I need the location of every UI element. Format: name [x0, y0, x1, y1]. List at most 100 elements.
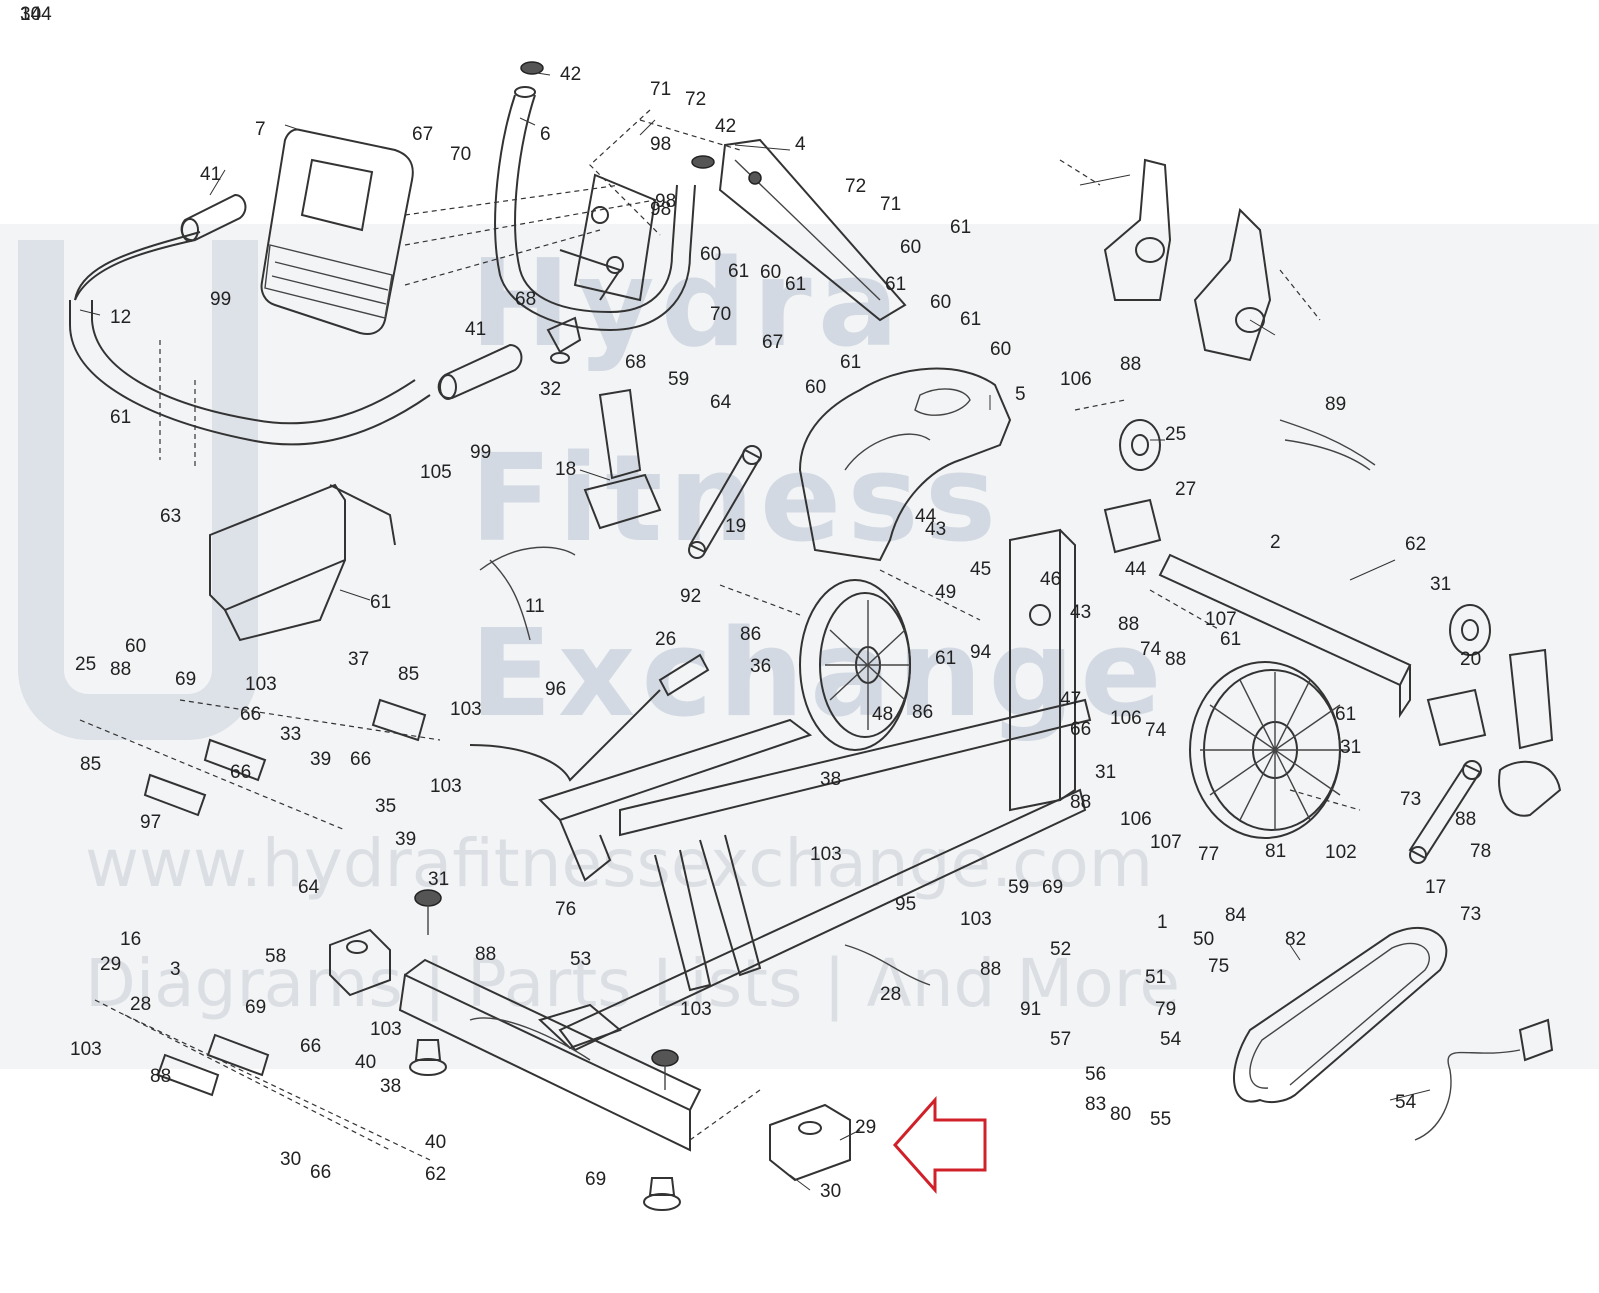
- callout-86: 86: [740, 624, 761, 645]
- leader-line: [1249, 319, 1276, 336]
- wire-harness-89: [1279, 419, 1376, 471]
- leveler-29-upper: [414, 889, 442, 935]
- callout-47: 47: [1060, 689, 1081, 710]
- callout-39: 39: [395, 829, 416, 850]
- flywheel-48: [799, 579, 911, 751]
- callout-103: 103: [245, 674, 277, 695]
- callout-29: 29: [855, 1117, 876, 1138]
- leader-line: [79, 309, 101, 316]
- callout-28: 28: [880, 984, 901, 1005]
- callout-61: 61: [370, 592, 391, 613]
- callout-66: 66: [240, 704, 261, 725]
- leader-line: [1289, 944, 1301, 961]
- callout-103: 103: [680, 999, 712, 1020]
- callout-59: 59: [1008, 877, 1029, 898]
- callout-99: 99: [470, 442, 491, 463]
- front-stabilizer-3: [398, 958, 702, 1152]
- callout-88: 88: [1118, 614, 1139, 635]
- callout-85: 85: [398, 664, 419, 685]
- callout-98: 98: [655, 191, 676, 212]
- callout-105: 105: [420, 462, 452, 483]
- callout-55: 55: [1150, 1109, 1171, 1130]
- roller-40-lower: [156, 1053, 220, 1097]
- wire-91: [844, 944, 931, 986]
- callout-50: 50: [1193, 929, 1214, 950]
- rear-crossbar-2: [1158, 553, 1412, 719]
- end-cap-28-highlighted: [769, 1103, 851, 1182]
- callout-7: 7: [255, 119, 266, 140]
- leveler-29-lower: [651, 1049, 679, 1090]
- leader-line: [536, 72, 551, 76]
- callout-63: 63: [160, 506, 181, 527]
- callout-94: 94: [970, 642, 992, 663]
- callout-42: 42: [560, 64, 581, 85]
- callout-54: 54: [1160, 1029, 1182, 1050]
- callout-76: 76: [555, 899, 576, 920]
- callout-18: 18: [555, 459, 576, 480]
- callout-30: 30: [280, 1149, 301, 1170]
- callout-31: 31: [1095, 762, 1116, 783]
- callout-66: 66: [1070, 719, 1091, 740]
- end-cap-28-upper: [329, 928, 391, 997]
- bracket-27: [1103, 498, 1162, 554]
- callout-16: 16: [120, 929, 141, 950]
- callout-74: 74: [1140, 639, 1162, 660]
- callout-31: 31: [1340, 737, 1361, 758]
- upright-handlebar-6: [494, 61, 715, 332]
- callout-3: 3: [170, 959, 181, 980]
- callout-103: 103: [430, 776, 462, 797]
- callout-62: 62: [425, 1164, 446, 1185]
- callout-85: 85: [80, 754, 101, 775]
- leader-line: [789, 1174, 811, 1191]
- left-shroud-9: [1103, 158, 1172, 301]
- callout-88: 88: [150, 1066, 171, 1087]
- pivot-bracket-11: [209, 483, 396, 642]
- callout-60: 60: [930, 292, 951, 313]
- callout-44: 44: [1125, 559, 1147, 580]
- callout-88: 88: [1120, 354, 1141, 375]
- callout-79: 79: [1155, 999, 1176, 1020]
- callout-60: 60: [805, 377, 826, 398]
- power-adapter-104: [1414, 1018, 1554, 1141]
- callout-67: 67: [762, 332, 783, 353]
- callout-83: 83: [1085, 1094, 1106, 1115]
- pedal-18: [583, 388, 662, 530]
- callout-4: 4: [795, 134, 806, 155]
- assembly-guide-lines: [79, 109, 1361, 1161]
- grip-36: [658, 653, 710, 697]
- callout-25: 25: [75, 654, 96, 675]
- callout-43: 43: [925, 519, 946, 540]
- callout-86: 86: [912, 702, 933, 723]
- roller-39-upper: [203, 738, 267, 782]
- callout-72: 72: [685, 89, 706, 110]
- callout-62: 62: [1405, 534, 1426, 555]
- roller-33: [371, 698, 427, 742]
- callout-88: 88: [475, 944, 496, 965]
- callout-39: 39: [310, 749, 331, 770]
- callout-29: 29: [100, 954, 121, 975]
- callout-98: 98: [650, 199, 671, 220]
- roller-40-upper: [206, 1033, 270, 1077]
- callout-38: 38: [380, 1076, 401, 1097]
- callout-66: 66: [230, 762, 251, 783]
- callout-32: 32: [540, 379, 561, 400]
- leader-line: [339, 589, 371, 601]
- wire-harness-92: [479, 546, 576, 641]
- console-7: [260, 128, 414, 335]
- callout-106: 106: [1110, 708, 1142, 729]
- grip-41-lower: [437, 343, 523, 400]
- callout-17: 17: [1425, 877, 1446, 898]
- callout-71: 71: [880, 194, 901, 215]
- callout-58: 58: [265, 946, 286, 967]
- callout-61: 61: [1220, 629, 1241, 650]
- callout-27: 27: [1175, 479, 1196, 500]
- callout-64: 64: [710, 392, 732, 413]
- callout-72: 72: [845, 176, 866, 197]
- callout-68: 68: [515, 289, 536, 310]
- leader-line: [519, 117, 536, 126]
- callout-61: 61: [1335, 704, 1356, 725]
- callout-31: 31: [428, 869, 449, 890]
- upper-arm-4: [718, 138, 907, 322]
